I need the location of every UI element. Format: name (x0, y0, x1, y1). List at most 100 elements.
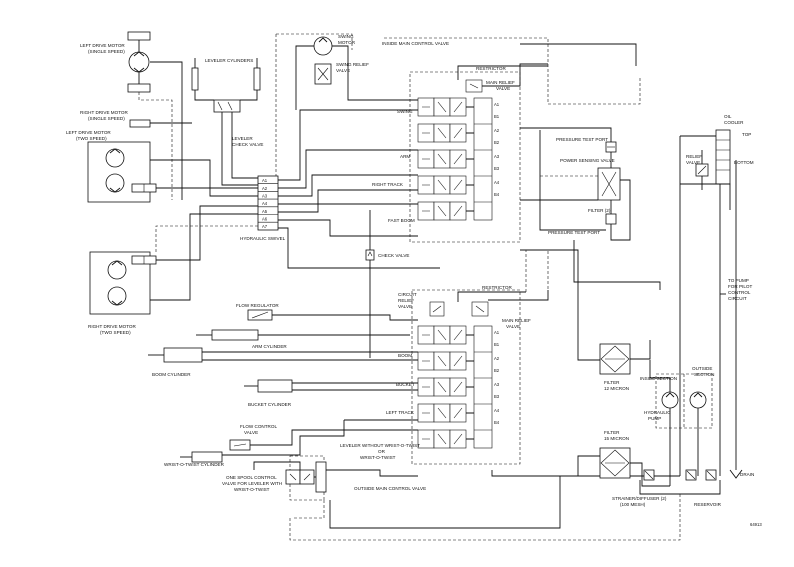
label-leveler-check-2: CHECK VALVE (232, 142, 264, 147)
label-main-relief-top-1: MAIN RELIEF (486, 80, 515, 85)
check-valve (365, 210, 375, 358)
label-pressure-test-port-bottom: PRESSURE TEST PORT (548, 230, 600, 235)
hydraulic-pump (649, 360, 713, 486)
outside-port-2: B1 (494, 342, 500, 347)
label-flow-control-2: VALVE (244, 430, 258, 435)
label-main-relief-bottom-1: MAIN RELIEF (502, 318, 531, 323)
inside-main-control-valve: A1 B1 A2 B2 A3 B3 A4 B4 (409, 63, 548, 243)
label-leveler-cylinders: LEVELER CYLINDERS (205, 58, 253, 63)
label-reservoir: RESERVOIR (694, 502, 722, 507)
outside-port-3: A2 (494, 356, 500, 361)
inside-port-3: A2 (494, 128, 500, 133)
inside-port-7: A4 (494, 180, 500, 185)
inside-port-8: B4 (494, 192, 500, 197)
label-bucket: BUCKET (396, 382, 415, 387)
swivel-port-1: A1 (262, 178, 268, 183)
label-filter-2: FILTER (2) (588, 208, 611, 213)
label-oil-cooler-1: OIL (724, 114, 732, 119)
label-filter-12-1: FILTER (604, 380, 620, 385)
label-inside-main-control-valve: INSIDE MAIN CONTROL VALVE (382, 41, 449, 46)
label-strainer-2: (100 MESH) (620, 502, 646, 507)
label-right-motor-single-1: RIGHT DRIVE MOTOR (80, 110, 128, 115)
label-right-motor-two-2: (TWO SPEED) (100, 330, 131, 335)
swivel-port-2: A2 (262, 186, 268, 191)
filter-15-micron (577, 447, 670, 487)
label-boom-cylinder: BOOM CYLINDER (152, 372, 191, 377)
label-leveler-without-1: LEVELER WITHOUT WRIST-O-TWIST (340, 443, 420, 448)
right-drive-motor-two (89, 205, 258, 315)
label-right-track: RIGHT TRACK (372, 182, 404, 187)
inside-port-4: B2 (494, 140, 500, 145)
power-sensing-section (520, 127, 631, 241)
label-hydraulic-pump-2: PUMP (648, 416, 661, 421)
label-left-motor-single-1: LEFT DRIVE MOTOR (80, 43, 125, 48)
swivel-port-7: A7 (262, 224, 268, 229)
label-bucket-cylinder: BUCKET CYLINDER (248, 402, 292, 407)
outside-main-control-valve: A1 B1 A2 B2 A3 B3 A4 B4 (411, 289, 549, 465)
bucket-cylinder (244, 379, 418, 393)
label-pressure-test-port-top: PRESSURE TEST PORT (556, 137, 608, 142)
label-to-pump-2: FOR PILOT (728, 284, 752, 289)
leveler-cylinders (191, 58, 261, 186)
label-left-motor-two-2: (TWO SPEED) (76, 136, 107, 141)
inside-port-2: B1 (494, 114, 500, 119)
label-filter-12-2: 12 MICRON (604, 386, 629, 391)
outside-port-7: A4 (494, 408, 500, 413)
label-leveler-check-1: LEVELER (232, 136, 253, 141)
label-wrist-cylinder: WRIST-O-TWIST CYLINDER (164, 462, 225, 467)
label-main-relief-top-2: VALVE (496, 86, 510, 91)
label-relief-valve-2: VALVE (686, 160, 700, 165)
label-main-relief-bottom-2: VALVE (506, 324, 520, 329)
label-strainer-1: STRAINER/DIFFUSER (2) (612, 496, 667, 501)
label-outside-section-2: SECTION (694, 372, 714, 377)
label-right-motor-single-2: (SINGLE SPEED) (88, 116, 125, 121)
outside-port-6: B3 (494, 394, 500, 399)
label-relief-valve-1: RELIEF (686, 154, 702, 159)
label-leveler-without-3: WRIST-O-TWIST (360, 455, 396, 460)
label-bottom: BOTTOM (734, 160, 754, 165)
filter-12-micron (599, 340, 651, 375)
label-swing-motor-1: SWING (338, 34, 354, 39)
label-leveler-without-2: OR (378, 449, 386, 454)
label-inside-section: INSIDE SECTION (640, 376, 677, 381)
swivel-port-4: A4 (262, 201, 268, 206)
label-swing-relief-1: SWING RELIEF (336, 62, 369, 67)
label-restrictor-bottom: RESTRICTOR (482, 285, 512, 290)
label-circuit-relief-1: CIRCUIT (398, 292, 417, 297)
label-fast-boom: FAST BOOM (388, 218, 415, 223)
boom-cylinder (148, 347, 418, 363)
label-flow-control-1: FLOW CONTROL (240, 424, 277, 429)
wrist-o-twist-section (180, 420, 418, 519)
outside-port-1: A1 (494, 330, 500, 335)
left-drive-motor-two (87, 141, 258, 203)
label-left-track: LEFT TRACK (386, 410, 415, 415)
label-swing-relief-2: VALVE (336, 68, 350, 73)
label-restrictor-top: RESTRICTOR (476, 66, 506, 71)
right-drive-motor-single (129, 119, 192, 128)
label-arm: ARM (400, 154, 410, 159)
hydraulic-swivel: A1 A2 A3 A4 A5 A6 A7 (257, 175, 279, 231)
label-check-valve: CHECK VALVE (378, 253, 410, 258)
inside-port-1: A1 (494, 102, 500, 107)
label-to-pump-3: CONTROL (728, 290, 751, 295)
outside-port-5: A3 (494, 382, 500, 387)
label-swing: SWING (397, 109, 413, 114)
swivel-port-5: A5 (262, 209, 268, 214)
label-left-motor-two-1: LEFT DRIVE MOTOR (66, 130, 111, 135)
left-drive-motor-single (127, 31, 183, 200)
label-oil-cooler-2: COOLER (724, 120, 744, 125)
outside-port-4: B2 (494, 368, 500, 373)
figure-id: 64913 (750, 522, 762, 527)
label-right-motor-two-1: RIGHT DRIVE MOTOR (88, 324, 136, 329)
label-one-spool-2: VALVE FOR LEVELER WITH (222, 481, 282, 486)
inside-port-5: A3 (494, 154, 500, 159)
label-outside-main-control-valve: OUTSIDE MAIN CONTROL VALVE (354, 486, 426, 491)
label-circuit-relief-2: RELIEF (398, 298, 414, 303)
label-one-spool-1: ONE SPOOL CONTROL (226, 475, 277, 480)
swivel-port-6: A6 (262, 217, 268, 222)
label-outside-section-1: OUTSIDE (692, 366, 712, 371)
outside-port-8: B4 (494, 420, 500, 425)
swivel-port-3: A3 (262, 194, 268, 199)
label-filter-15-2: 15 MICRON (604, 436, 629, 441)
label-to-pump-1: TO PUMP (728, 278, 749, 283)
